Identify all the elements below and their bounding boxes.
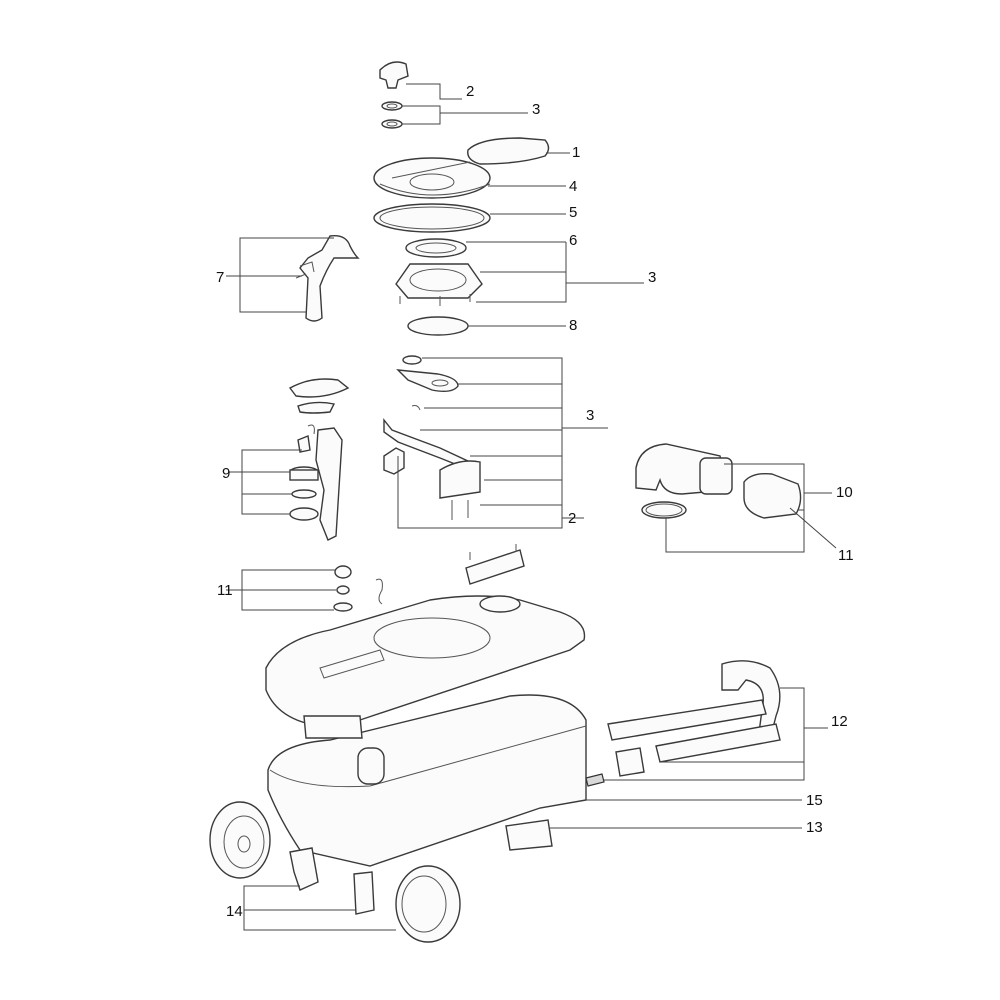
callout-1: 1	[572, 144, 580, 161]
callout-11-left: 11	[217, 582, 233, 599]
wheels	[209, 801, 461, 943]
callout-2-mechanism: 2	[568, 510, 576, 527]
callout-3-mechanism: 3	[586, 407, 594, 424]
callout-3-frame: 3	[648, 269, 656, 286]
pull-handle	[585, 660, 781, 787]
callout-3-top: 3	[532, 101, 540, 118]
callout-5: 5	[569, 204, 577, 221]
waste-tank	[267, 694, 587, 867]
callout-11-right: 11	[838, 547, 854, 564]
leader-lines	[226, 83, 837, 931]
callout-10: 10	[836, 484, 853, 501]
drain-elbow	[635, 443, 802, 519]
knob-assembly	[379, 61, 409, 129]
callout-2-top: 2	[466, 83, 474, 100]
callout-7: 7	[216, 269, 224, 286]
callout-6: 6	[569, 232, 577, 249]
cover-plate	[467, 137, 550, 165]
seal-ring	[373, 203, 491, 233]
callout-4: 4	[569, 178, 577, 195]
callout-12: 12	[831, 713, 848, 730]
valve-handle	[295, 235, 360, 322]
small-pin-parts	[333, 565, 383, 612]
callout-labels: 2 3 1 4 5 6 3 7 8 3 9 2 10 11 11 12 15 1…	[216, 83, 854, 920]
callout-8: 8	[569, 317, 577, 334]
callout-9: 9	[222, 465, 230, 482]
flush-mechanism	[383, 355, 481, 520]
valve-frame	[395, 263, 483, 306]
tank-top-cover	[265, 544, 586, 727]
gasket	[405, 238, 467, 258]
valve-disc	[407, 316, 469, 336]
callout-14: 14	[226, 903, 243, 920]
callout-13: 13	[806, 819, 823, 836]
seat-bowl	[373, 157, 491, 199]
callout-15: 15	[806, 792, 823, 809]
side-lever-assembly	[288, 378, 350, 541]
